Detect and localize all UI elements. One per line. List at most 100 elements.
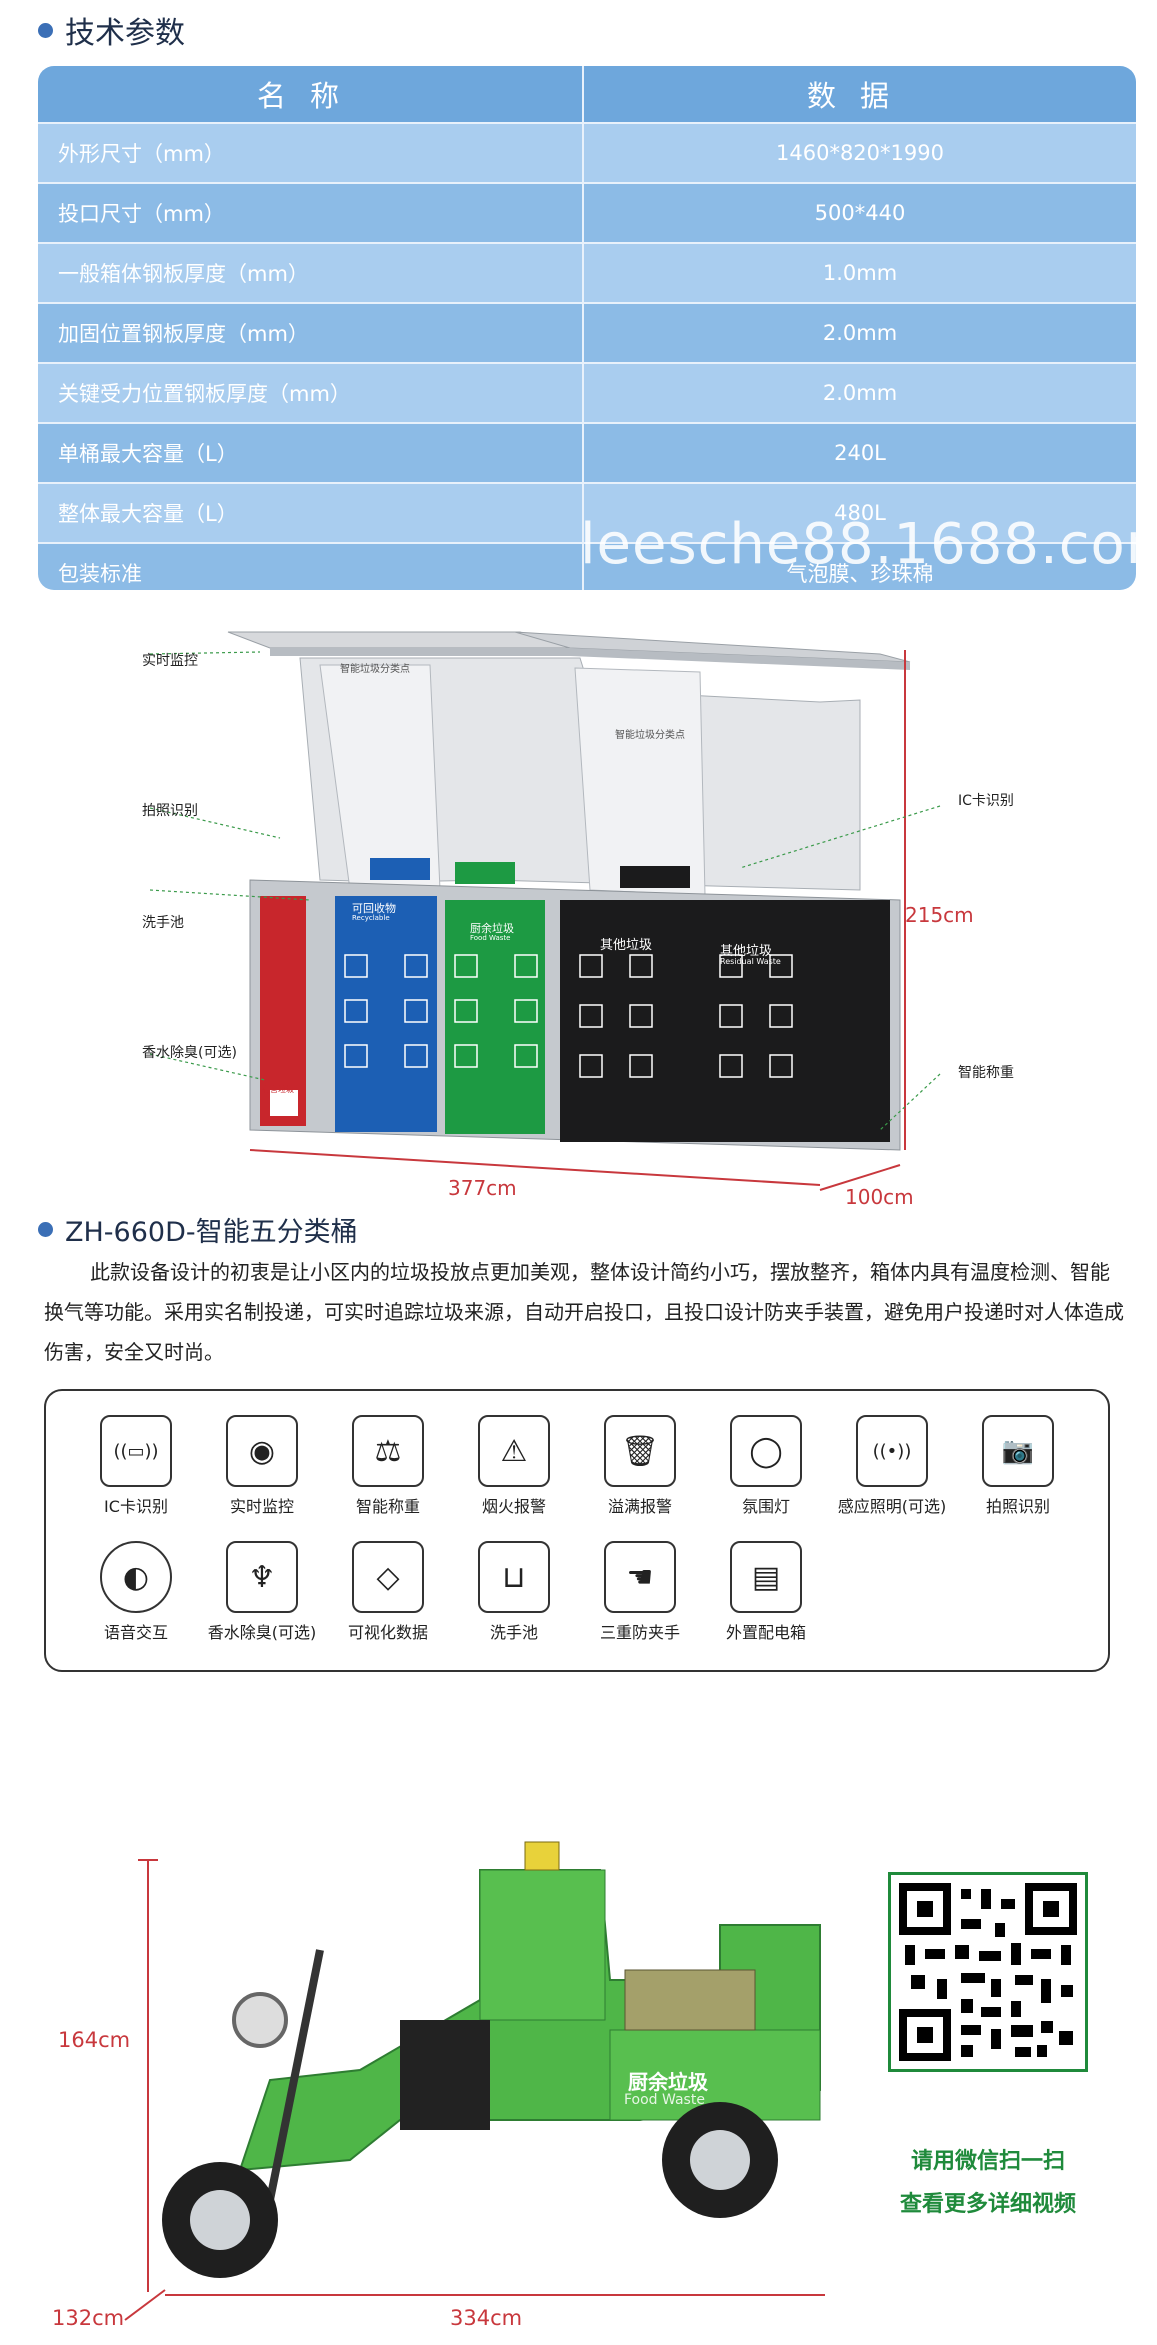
- row-value: 1460*820*1990: [776, 141, 944, 165]
- faucet-icon: ⊔: [478, 1541, 550, 1613]
- row-value: 1.0mm: [822, 261, 898, 285]
- feature-sensor-light: ((•)) 感应照明(可选): [832, 1415, 952, 1517]
- vehicle-height-dim: 164cm: [58, 2028, 131, 2052]
- feature-perfume: ♆ 香水除臭(可选): [202, 1541, 322, 1643]
- camera-monitor-icon: ◉: [226, 1415, 298, 1487]
- bin-height-dim: 215cm: [905, 903, 974, 927]
- photo-camera-icon: 📷: [982, 1415, 1054, 1487]
- table-row: 投口尺寸（mm） 500*440: [38, 184, 1136, 244]
- section-title: 技术参数: [65, 16, 185, 51]
- front-rim: [190, 2190, 250, 2250]
- icon-grid: [344, 954, 793, 1078]
- bullet-dot-icon: [38, 22, 53, 38]
- spec-table-header: 名称 数据: [38, 66, 1136, 124]
- food-lid: [455, 862, 515, 884]
- section-heading: 技术参数: [38, 8, 185, 52]
- rear-rim: [690, 2130, 750, 2190]
- annotation-photo: 拍照识别: [142, 803, 198, 819]
- annotation-handwash: 洗手池: [142, 915, 184, 931]
- width-dim-line: [249, 1149, 821, 1186]
- row-value: 480L: [834, 501, 886, 525]
- annotation-perfume: 香水除臭(可选): [142, 1045, 237, 1061]
- row-value: 2.0mm: [822, 321, 898, 345]
- feature-voice: ◐ 语音交互: [76, 1541, 196, 1643]
- feature-label: 可视化数据: [347, 1623, 428, 1642]
- recyclable-lid: [370, 858, 430, 880]
- feature-label: 智能称重: [355, 1497, 420, 1516]
- feature-label: IC卡识别: [104, 1497, 168, 1516]
- table-row: 一般箱体钢板厚度（mm） 1.0mm: [38, 244, 1136, 304]
- product-heading: ZH-660D-智能五分类桶: [38, 1210, 358, 1249]
- row-name: 关键受力位置钢板厚度（mm）: [38, 364, 584, 422]
- table-row: 整体最大容量（L） 480L: [38, 484, 1136, 544]
- feature-label: 实时监控: [229, 1497, 294, 1516]
- feature-label: 溢满报警: [607, 1497, 672, 1516]
- top-label-left: 智能垃圾分类点: [340, 664, 410, 675]
- vehicle-box-label-en: Food Waste: [624, 2092, 705, 2108]
- food-panel: [445, 900, 545, 1134]
- table-row: 包装标准 气泡膜、珍珠棉: [38, 544, 1136, 590]
- feature-label: 三重防夹手: [599, 1623, 680, 1642]
- seat: [400, 2020, 490, 2130]
- data-chart-icon: ◇: [352, 1541, 424, 1613]
- bin-depth-dim: 100cm: [845, 1185, 914, 1209]
- header-name: 名称: [38, 66, 584, 122]
- bullet-dot-icon: [38, 1222, 53, 1237]
- feature-power-box: ▤ 外置配电箱: [706, 1541, 826, 1643]
- recyclable-panel: [335, 896, 437, 1132]
- feature-photo: 📷 拍照识别: [958, 1415, 1078, 1517]
- scale-icon: ⚖: [352, 1415, 424, 1487]
- table-row: 单桶最大容量（L） 240L: [38, 424, 1136, 484]
- depth-dim-line: [819, 1164, 901, 1191]
- feature-label: 香水除臭(可选): [207, 1623, 317, 1642]
- vehicle-width-dim: 132cm: [52, 2306, 125, 2330]
- roof-left: [227, 631, 571, 649]
- row-value: 500*440: [814, 201, 906, 225]
- row-name: 单桶最大容量（L）: [38, 424, 584, 482]
- hazard-label-box: [270, 1090, 298, 1116]
- residual-lid: [620, 866, 690, 888]
- bin-tower: [479, 1869, 606, 2021]
- tower-light: [524, 1841, 560, 1871]
- table-row: 外形尺寸（mm） 1460*820*1990: [38, 124, 1136, 184]
- feature-label: 洗手池: [489, 1623, 538, 1642]
- recyclable-subtitle: Recyclable: [352, 914, 390, 922]
- food-subtitle: Food Waste: [470, 934, 511, 942]
- trash-bin-icon: 🗑: [604, 1415, 676, 1487]
- roof-edge: [270, 648, 910, 670]
- feature-label: 拍照识别: [985, 1497, 1050, 1516]
- recyclable-title: 可回收物: [352, 902, 396, 915]
- product-description: 此款设备设计的初衷是让小区内的垃圾投放点更加美观，整体设计简约小巧，摆放整齐，箱…: [44, 1260, 1124, 1364]
- feature-ic-card: ((▭)) IC卡识别: [76, 1415, 196, 1517]
- table-row: 关键受力位置钢板厚度（mm） 2.0mm: [38, 364, 1136, 424]
- feature-overflow: 🗑 溢满报警: [580, 1415, 700, 1517]
- feature-label: 感应照明(可选): [837, 1497, 947, 1516]
- hazard-title: 有害垃圾: [262, 1085, 294, 1094]
- qr-code-icon: [899, 1883, 1077, 2061]
- row-value: 240L: [834, 441, 886, 465]
- watermark: leesche88.1688.com: [580, 512, 1157, 577]
- feature-label: 氛围灯: [741, 1497, 790, 1516]
- voice-icon: ◐: [100, 1541, 172, 1613]
- residual-panel: [560, 900, 890, 1142]
- row-name: 包装标准: [38, 544, 584, 590]
- row-name: 投口尺寸（mm）: [38, 184, 584, 242]
- spray-bottle-icon: ♆: [226, 1541, 298, 1613]
- hazard-panel: [260, 896, 306, 1126]
- qr-code-frame[interactable]: [888, 1872, 1088, 2072]
- residual-subtitle: Residual Waste: [720, 957, 781, 966]
- food-title: 厨余垃圾: [470, 922, 514, 935]
- feature-weigh: ⚖ 智能称重: [328, 1415, 448, 1517]
- row-name: 一般箱体钢板厚度（mm）: [38, 244, 584, 302]
- qr-caption-line1: 请用微信扫一扫: [910, 2149, 1065, 2174]
- annotation-monitor: 实时监控: [142, 653, 198, 669]
- feature-label: 外置配电箱: [725, 1623, 806, 1642]
- annotation-ic: IC卡识别: [958, 793, 1014, 809]
- card-reader-icon: ((▭)): [100, 1415, 172, 1487]
- feature-label: 烟火报警: [481, 1497, 546, 1516]
- top-label-right: 智能垃圾分类点: [615, 730, 685, 741]
- row-name: 整体最大容量（L）: [38, 484, 584, 542]
- product-title: ZH-660D-智能五分类桶: [65, 1217, 358, 1248]
- table-row: 加固位置钢板厚度（mm） 2.0mm: [38, 304, 1136, 364]
- row-value: 气泡膜、珍珠棉: [786, 562, 934, 586]
